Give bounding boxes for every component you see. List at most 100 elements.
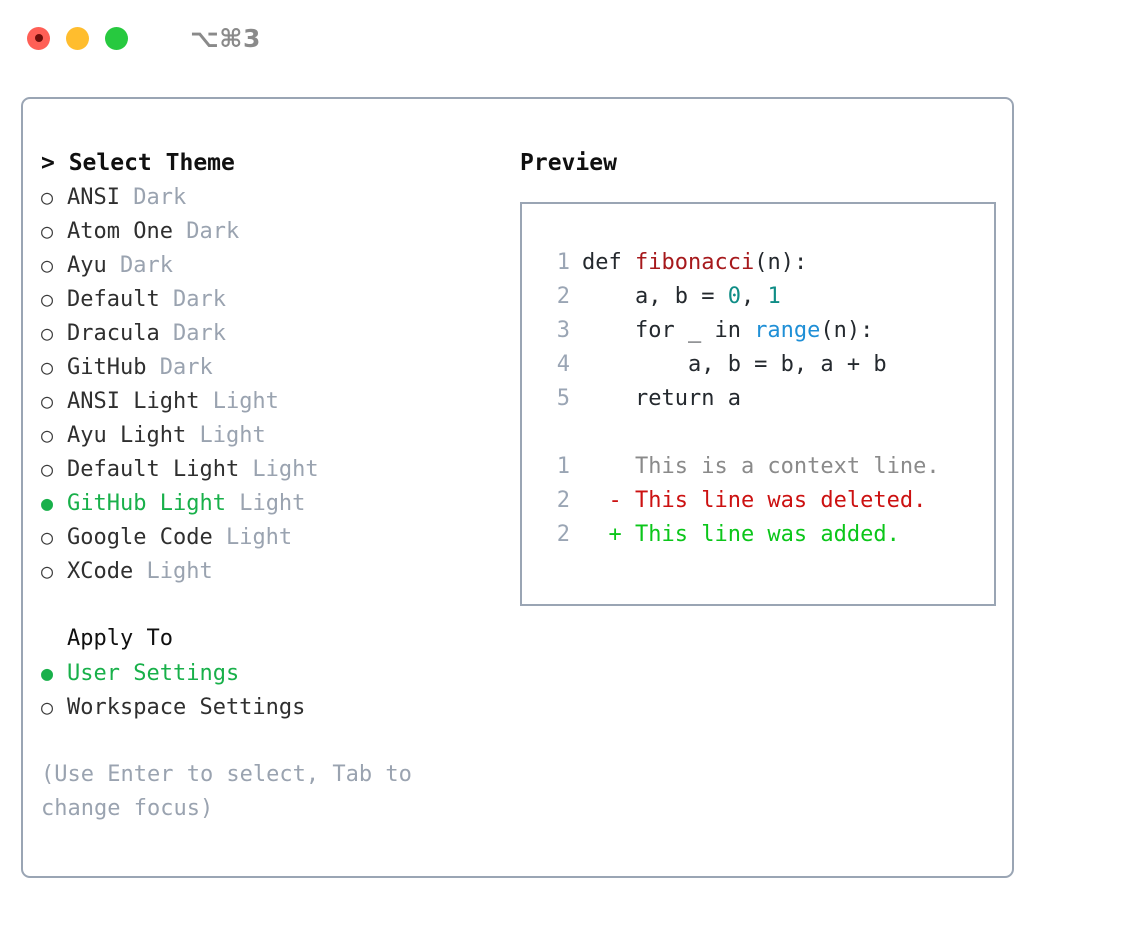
code-token: def [582,250,635,275]
line-number: 2 [556,284,570,309]
window-controls [27,26,128,50]
theme-option-label: XCode [67,559,134,584]
theme-option-variant: Light [239,457,319,482]
theme-option[interactable]: ○ Ayu Light Light [41,418,501,452]
close-button[interactable] [27,26,50,50]
keyboard-hint-text: (Use Enter to select, Tab to change focu… [41,762,412,821]
diff-sample: 1 This is a context line.2 - This line w… [540,450,994,552]
select-theme-heading: > Select Theme [41,150,235,176]
line-number: 1 [556,454,570,479]
theme-option[interactable]: ○Default Dark [41,282,501,316]
code-line: 2 a, b = 0, 1 [540,280,994,314]
line-number: 5 [556,386,570,411]
theme-option-variant: Light [199,389,279,414]
theme-option[interactable]: ○ ANSI Light Light [41,384,501,418]
theme-option-label: Ayu [67,253,107,278]
theme-option[interactable]: ● GitHub Light Light [41,486,501,520]
code-line-content: def fibonacci(n): [582,246,807,280]
code-token: a, b = [582,284,728,309]
theme-option-variant: Dark [159,287,226,312]
theme-option-variant: Light [225,491,306,516]
apply-to-option[interactable]: ●User Settings [41,656,501,690]
keyboard-shortcut-label: ⌥⌘3 [190,23,261,53]
radio-selected-icon: ● [41,661,54,685]
code-line-content: a, b = 0, 1 [582,280,781,314]
theme-option-variant: Dark [159,321,226,346]
radio-unselected-icon: ○ [41,389,54,413]
preview-heading: Preview [520,150,617,176]
code-token: 1 [767,284,781,309]
maximize-button[interactable] [105,26,128,50]
code-line-content: return a [582,382,741,416]
code-token: , [740,284,768,309]
code-line-content: a, b = b, a + b [582,348,887,382]
diff-line: 2 - This line was deleted. [540,484,994,518]
minimize-button[interactable] [66,26,89,50]
theme-option[interactable]: ○ Dracula Dark [41,316,501,350]
code-line: 1 def fibonacci(n): [540,246,994,280]
apply-to-option[interactable]: ○Workspace Settings [41,690,501,724]
radio-unselected-icon: ○ [41,695,54,719]
theme-option-variant: Dark [146,355,213,380]
code-line-content: for _ in range(n): [582,314,873,348]
theme-option-label: ANSI Light [67,389,200,414]
theme-list[interactable]: ○ANSI Dark○Atom One Dark○Ayu Dark○Defaul… [41,180,501,588]
theme-option-label: Dracula [67,321,160,346]
code-token: range [754,318,821,343]
main-panel: > Select Theme ○ANSI Dark○Atom One Dark○… [21,97,1014,878]
theme-option-label: GitHub Light [67,491,226,516]
radio-unselected-icon: ○ [41,355,54,379]
diff-line-content: This is a context line. [582,454,940,479]
code-token: return a [582,386,741,411]
apply-to-section: Apply To ●User Settings○Workspace Settin… [41,622,501,724]
radio-unselected-icon: ○ [41,253,54,277]
line-number: 1 [556,250,570,275]
theme-option[interactable]: ○XCode Light [41,554,501,588]
radio-unselected-icon: ○ [41,525,54,549]
theme-option[interactable]: ○Atom One Dark [41,214,501,248]
diff-line-content: - This line was deleted. [582,488,927,513]
diff-line: 2 + This line was added. [540,518,994,552]
theme-option-label: Google Code [67,525,213,550]
apply-to-heading: Apply To [67,626,173,651]
radio-unselected-icon: ○ [41,321,54,345]
theme-option-variant: Light [133,559,213,584]
theme-option-label: GitHub [67,355,147,380]
theme-option-variant: Dark [172,219,240,244]
code-diff-spacer [540,416,994,450]
code-token: fibonacci [634,250,755,275]
line-number: 3 [556,318,570,343]
theme-option-variant: Dark [106,253,173,278]
theme-option-label: Atom One [67,219,173,244]
code-token: for _ in [582,318,755,343]
theme-option[interactable]: ○Default Light Light [41,452,501,486]
theme-picker-column: > Select Theme ○ANSI Dark○Atom One Dark○… [41,146,501,876]
radio-unselected-icon: ○ [41,423,54,447]
diff-line: 1 This is a context line. [540,450,994,484]
radio-unselected-icon: ○ [41,457,54,481]
theme-option[interactable]: ○ Google Code Light [41,520,501,554]
code-token: a, b = b, a + b [582,352,887,377]
theme-option-variant: Light [212,525,293,550]
radio-selected-icon: ● [41,491,54,515]
line-number: 2 [556,488,570,513]
line-number: 2 [556,522,570,547]
theme-option-variant: Dark [119,185,187,210]
code-line: 4 a, b = b, a + b [540,348,994,382]
radio-unselected-icon: ○ [41,185,54,209]
theme-option-variant: Light [186,423,266,448]
code-line: 5 return a [540,382,994,416]
theme-option-label: Ayu Light [67,423,187,448]
apply-to-list[interactable]: ●User Settings○Workspace Settings [41,656,501,724]
title-bar: ⌥⌘3 [0,0,1140,76]
code-token: (n): [820,318,874,343]
theme-option[interactable]: ○ Ayu Dark [41,248,501,282]
diff-line-content: + This line was added. [582,522,900,547]
theme-option[interactable]: ○ANSI Dark [41,180,501,214]
line-number: 4 [556,352,570,377]
code-token: (n): [754,250,808,275]
theme-option[interactable]: ○ GitHub Dark [41,350,501,384]
